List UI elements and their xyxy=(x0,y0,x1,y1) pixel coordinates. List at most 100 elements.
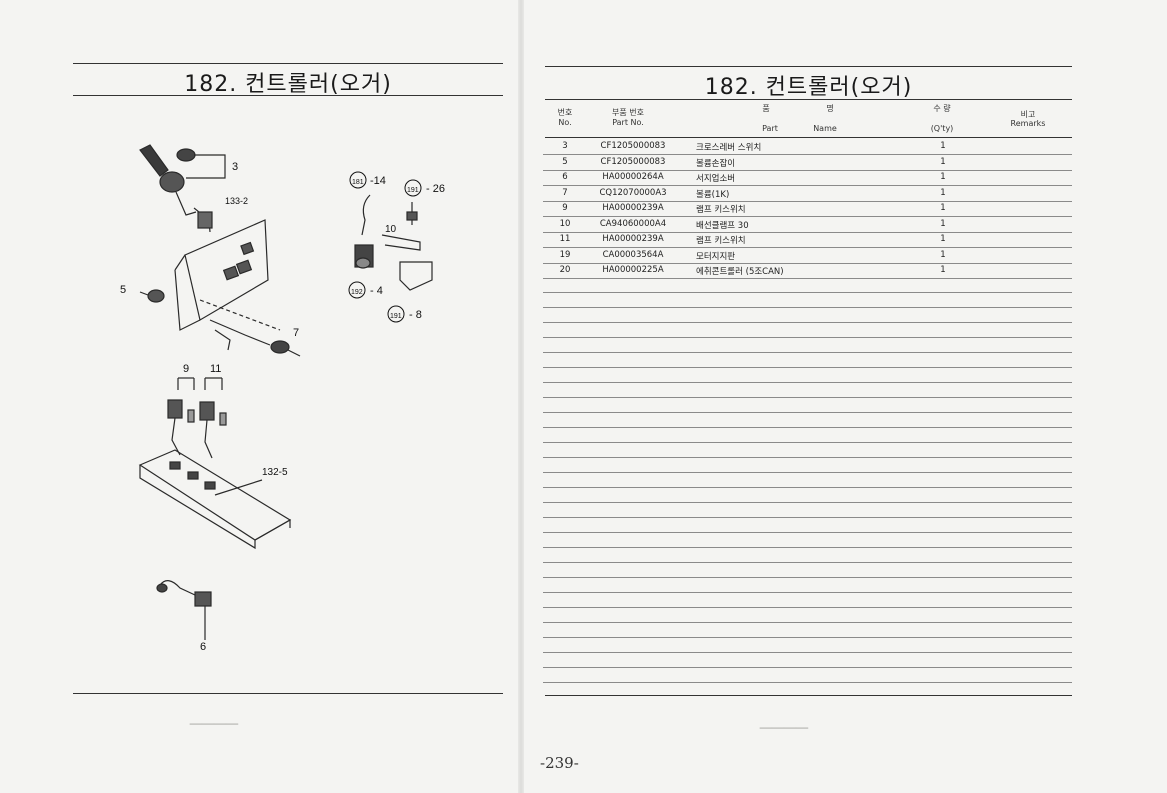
empty-row-line xyxy=(543,367,1072,368)
callout-133-2: 133-2 xyxy=(225,196,248,206)
header-name-ko-1: 품 xyxy=(762,104,770,113)
header-name-en-2: Name xyxy=(813,124,837,133)
empty-row-line xyxy=(543,682,1072,683)
empty-row-line xyxy=(543,517,1072,518)
callout-192: 192 xyxy=(351,289,363,296)
empty-row-line xyxy=(543,337,1072,338)
header-remarks-ko: 비고 xyxy=(1020,110,1036,119)
header-qty-en: (Q'ty) xyxy=(930,124,954,133)
row-part-name: 램프 키스위치 xyxy=(696,236,746,246)
header-part-en: Part No. xyxy=(612,118,644,127)
row-no: 20 xyxy=(559,265,571,275)
motor-support-assembly xyxy=(354,194,433,291)
empty-row-line xyxy=(543,562,1072,563)
callout-26: - 26 xyxy=(426,183,445,195)
empty-row-line xyxy=(543,547,1072,548)
row-qty: 1 xyxy=(940,249,946,260)
empty-row-line xyxy=(543,322,1072,323)
empty-row-line xyxy=(543,397,1072,398)
top-rule xyxy=(73,63,503,64)
row-part-name: 모터지지판 xyxy=(696,251,736,262)
empty-row-line xyxy=(543,427,1072,428)
empty-row-line xyxy=(543,487,1072,488)
right-top-rule xyxy=(545,66,1072,67)
row-no: 11 xyxy=(559,234,571,244)
callout-3: 3 xyxy=(232,161,238,173)
row-no: 9 xyxy=(562,203,568,213)
header-top-rule xyxy=(545,99,1072,100)
row-qty: 1 xyxy=(940,156,946,167)
empty-row-line xyxy=(543,472,1072,473)
volume-knob xyxy=(139,289,165,303)
callout-6: 6 xyxy=(200,641,206,653)
empty-row-line xyxy=(543,607,1072,608)
bracket-plate xyxy=(174,219,281,331)
row-no: 5 xyxy=(562,156,568,167)
row-qty: 1 xyxy=(940,187,946,198)
callout-181-a: 181 xyxy=(352,179,364,186)
lamp-key-switches xyxy=(167,377,227,459)
empty-row-line xyxy=(543,382,1072,383)
empty-row-line xyxy=(543,637,1072,638)
row-no: 6 xyxy=(562,172,568,182)
callout-9: 9 xyxy=(183,363,189,375)
row-part-no: HA00000239A xyxy=(602,203,664,213)
callout-14: -14 xyxy=(370,175,386,187)
right-bottom-rule xyxy=(545,695,1072,696)
table-row: 5 CF1205000083 볼륨손잡이 1 xyxy=(543,155,1072,171)
table-row: 19 CA00003564A 모터지지판 1 xyxy=(543,248,1072,264)
row-qty: 1 xyxy=(940,172,946,182)
empty-row-line xyxy=(543,412,1072,413)
row-no: 3 xyxy=(562,141,568,151)
callout-4: - 4 xyxy=(370,285,383,297)
empty-row-line xyxy=(543,622,1072,623)
title-underline xyxy=(73,95,503,96)
page-number: -239- xyxy=(540,754,579,772)
row-qty: 1 xyxy=(940,218,946,229)
parts-diagram: 3 133-2 5 7 9 11 132-5 6 181 -14 191 - 2… xyxy=(120,144,445,653)
row-part-name: 볼륨손잡이 xyxy=(696,158,736,169)
row-no: 19 xyxy=(559,249,571,260)
left-page-title: 182. 컨트롤러(오거) xyxy=(184,72,392,97)
callout-5: 5 xyxy=(120,284,126,296)
header-name-ko-2: 명 xyxy=(826,104,834,113)
row-part-no: CF1205000083 xyxy=(600,141,666,151)
empty-row-line xyxy=(543,652,1072,653)
row-no: 10 xyxy=(559,218,571,229)
row-part-name: 에취콘트롤러 (5조CAN) xyxy=(696,267,784,277)
row-part-no: HA00000225A xyxy=(602,265,664,275)
table-row: 20 HA00000225A 에취콘트롤러 (5조CAN) 1 xyxy=(543,263,1072,279)
empty-row-line xyxy=(543,532,1072,533)
header-remarks-en: Remarks xyxy=(1010,119,1046,128)
empty-row-line xyxy=(543,292,1072,293)
callout-132-5: 132-5 xyxy=(262,467,288,478)
empty-row-line xyxy=(543,307,1072,308)
row-part-name: 램프 키스위치 xyxy=(696,205,746,215)
empty-row-line xyxy=(543,457,1072,458)
row-part-no: CF1205000083 xyxy=(600,156,666,167)
empty-row-line xyxy=(543,352,1072,353)
surge-absorber xyxy=(156,580,212,640)
row-part-no: CA00003564A xyxy=(602,249,664,260)
row-qty: 1 xyxy=(940,234,946,244)
callout-11: 11 xyxy=(210,363,221,375)
table-row: 3 CF1205000083 크로스레버 스위치 1 xyxy=(543,139,1072,155)
header-name-en-1: Part xyxy=(762,124,778,133)
row-part-no: CA94060000A4 xyxy=(599,218,667,229)
empty-row-line xyxy=(543,592,1072,593)
empty-row-line xyxy=(543,667,1072,668)
bottom-panel xyxy=(138,449,292,550)
row-part-name: 크로스레버 스위치 xyxy=(696,143,762,153)
row-part-name: 볼륨(1K) xyxy=(696,189,730,200)
bottom-rule xyxy=(73,693,503,694)
row-qty: 1 xyxy=(940,265,946,275)
row-qty: 1 xyxy=(940,141,946,151)
volume-component xyxy=(209,319,301,357)
left-page: 182. 컨트롤러(오거) xyxy=(0,0,520,793)
empty-row-line xyxy=(543,577,1072,578)
row-part-name: 배선클램프 30 xyxy=(696,220,749,231)
